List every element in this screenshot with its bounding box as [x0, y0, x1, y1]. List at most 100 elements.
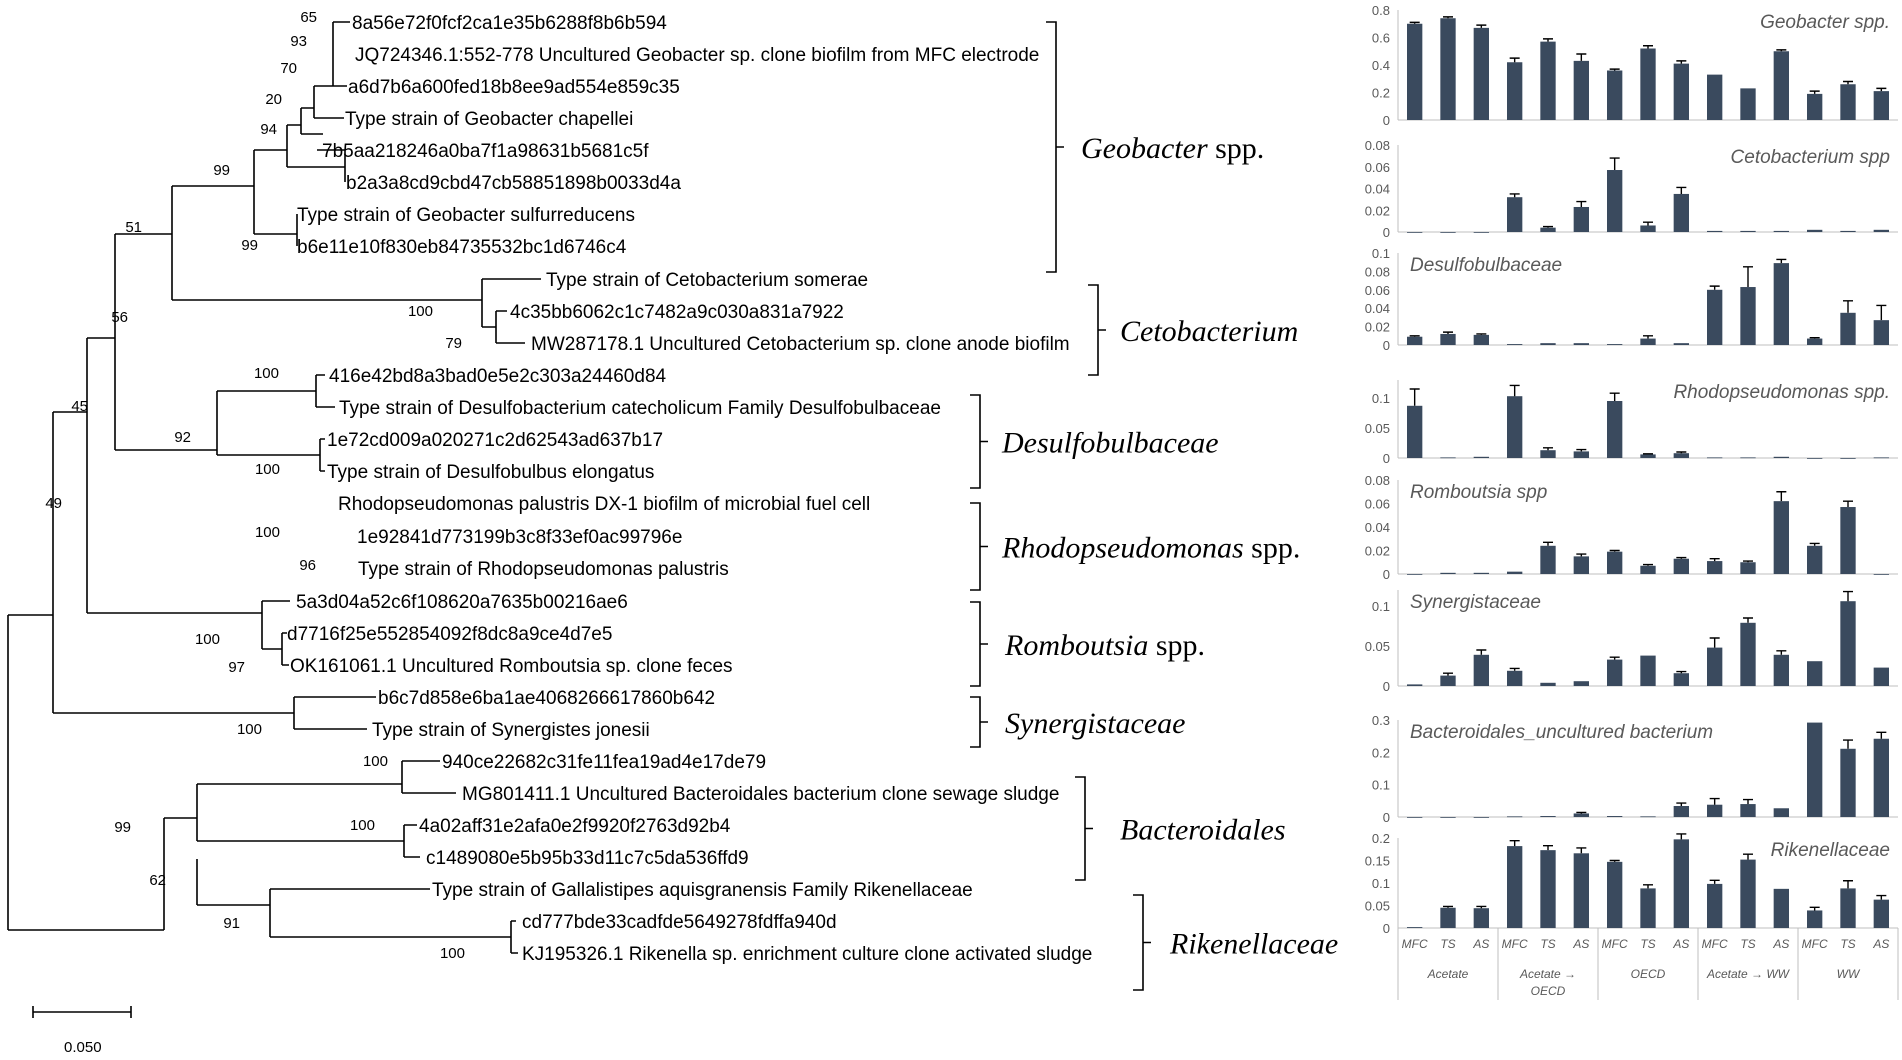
error-bar: [1843, 880, 1853, 889]
error-bar: [1776, 650, 1787, 655]
bar: [1507, 816, 1523, 818]
error-bar: [1743, 617, 1753, 623]
y-tick-label: 0.1: [1372, 246, 1390, 261]
y-tick-label: 0.2: [1372, 86, 1390, 101]
error-bar: [1576, 811, 1587, 814]
error-bar: [1609, 549, 1620, 552]
leaf-label: Type strain of Cetobacterium somerae: [546, 270, 868, 291]
error-bar: [1576, 53, 1587, 61]
panel-title: Bacteroidales_uncultured bacterium: [1410, 722, 1713, 743]
y-tick-label: 0: [1383, 810, 1390, 825]
leaf-label: b2a3a8cd9cbd47cb58851898b0033d4a: [346, 173, 681, 194]
error-bar: [1676, 186, 1687, 194]
error-bar: [1609, 656, 1620, 660]
error-bar: [1476, 649, 1487, 655]
bar: [1540, 450, 1556, 458]
clade-name: Geobacter: [1081, 132, 1208, 165]
y-tick-label: 0: [1383, 679, 1390, 694]
bar: [1673, 343, 1689, 345]
bar: [1540, 816, 1556, 817]
error-bar: [1443, 331, 1453, 334]
bar: [1873, 667, 1889, 686]
leaf-label: 4c35bb6062c1c7482a9c030a831a7922: [510, 302, 844, 323]
y-tick-label: 0.04: [1365, 301, 1390, 316]
clade-brackets: Geobacter spp.CetobacteriumDesulfobulbac…: [970, 21, 1338, 991]
bar: [1840, 458, 1856, 459]
error-bar: [1676, 451, 1687, 454]
x-tick-label: TS: [1440, 937, 1455, 951]
leaf-label: 7b5aa218246a0ba7f1a98631b5681c5f: [322, 141, 649, 162]
x-tick-label: TS: [1740, 937, 1755, 951]
bar: [1440, 675, 1456, 686]
bar: [1640, 454, 1656, 458]
y-tick-label: 0: [1383, 113, 1390, 128]
bootstrap-value: 97: [228, 659, 245, 676]
bar: [1573, 681, 1589, 686]
bar: [1407, 405, 1423, 458]
leaf-label: 5a3d04a52c6f108620a7635b00216ae6: [296, 592, 628, 613]
panel-title: Romboutsia spp: [1410, 482, 1547, 503]
x-tick-label: AS: [1772, 937, 1789, 951]
bootstrap-value: 49: [45, 495, 62, 512]
y-tick-label: 0.4: [1372, 58, 1390, 73]
group-label: OECD: [1531, 984, 1566, 998]
leaf-label: b6c7d858e6ba1ae4068266617860b642: [378, 688, 715, 709]
error-bar: [1609, 859, 1620, 862]
leaf-label: MG801411.1 Uncultured Bacteroidales bact…: [462, 784, 1059, 805]
x-tick-label: AS: [1472, 937, 1489, 951]
bar: [1840, 84, 1856, 120]
error-bar: [1543, 447, 1553, 451]
error-bar: [1676, 670, 1687, 674]
bar: [1640, 225, 1656, 232]
bootstrap-value: 91: [223, 915, 240, 932]
error-bar: [1543, 844, 1553, 851]
bar: [1807, 722, 1823, 817]
error-bar: [1743, 266, 1753, 288]
error-bar: [1709, 879, 1720, 884]
panel-title: Synergistaceae: [1410, 592, 1541, 613]
error-bar: [1876, 894, 1887, 900]
clade-name: Romboutsia: [1004, 629, 1148, 662]
bootstrap-value: 51: [125, 219, 142, 236]
bar: [1673, 558, 1689, 574]
error-bar: [1443, 16, 1453, 19]
bar: [1673, 806, 1689, 817]
bar: [1807, 93, 1823, 120]
bar: [1473, 334, 1489, 345]
y-tick-label: 0.02: [1365, 203, 1390, 218]
error-bar: [1809, 336, 1820, 339]
leaf-label: 8a56e72f0fcf2ca1e35b6288f8b6b594: [352, 13, 667, 34]
x-tick-label: MFC: [1402, 937, 1428, 951]
bar: [1473, 908, 1489, 928]
y-tick-label: 0.04: [1365, 520, 1390, 535]
x-tick-label: AS: [1572, 937, 1589, 951]
bar: [1640, 338, 1656, 345]
y-tick-label: 0.2: [1372, 745, 1390, 760]
error-bar: [1776, 491, 1787, 502]
bar: [1407, 817, 1423, 818]
error-bar: [1843, 500, 1853, 508]
bootstrap-value: 79: [445, 335, 462, 352]
bootstrap-value: 65: [300, 9, 317, 26]
error-bar: [1643, 563, 1653, 566]
y-tick-label: 0.2: [1372, 831, 1390, 846]
scale-bar-label: 0.050: [64, 1039, 102, 1056]
error-bar: [1843, 80, 1853, 85]
error-bar: [1576, 448, 1587, 452]
error-bar: [1509, 193, 1520, 198]
bootstrap-value: 99: [114, 819, 131, 836]
group-label: Acetate: [1427, 967, 1469, 981]
bar: [1507, 197, 1523, 232]
leaf-label: a6d7b6a600fed18b8ee9ad554e859c35: [348, 77, 680, 98]
error-bar: [1476, 24, 1487, 28]
error-bar: [1676, 556, 1687, 559]
bar: [1807, 910, 1823, 928]
bar: [1740, 859, 1756, 928]
bootstrap-value: 100: [254, 365, 279, 382]
bar: [1873, 91, 1889, 120]
bootstrap-value: 56: [111, 309, 128, 326]
